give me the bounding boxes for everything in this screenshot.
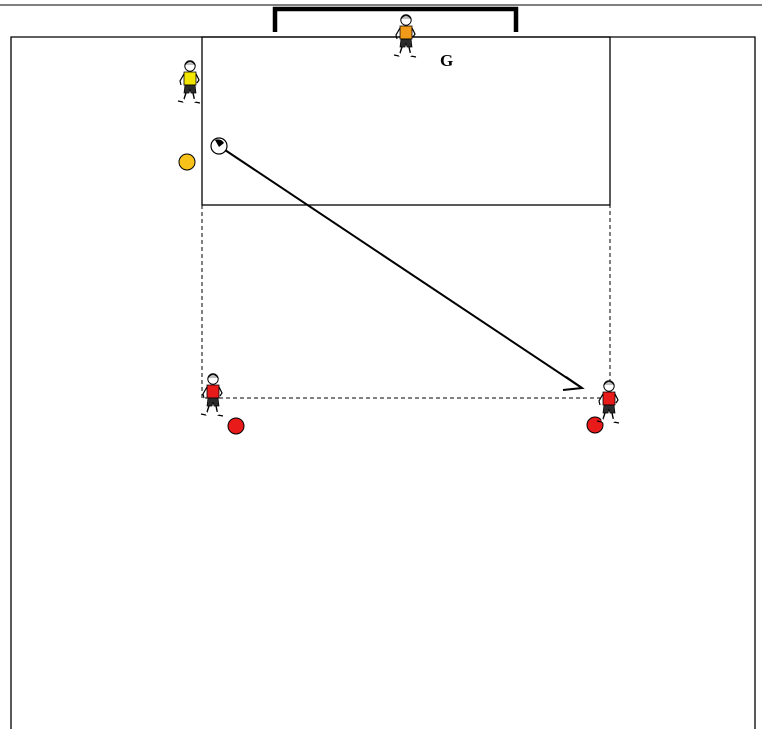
dashed-channel [202,205,610,398]
goal-frame [275,9,516,32]
soccer-ball [211,138,227,154]
red-cone-left [228,418,244,434]
pitch-boundary [11,37,755,729]
goalkeeper [394,15,416,57]
defender-yellow [178,61,200,103]
pass-arrow [219,146,582,390]
red-cone-right [587,417,603,433]
penalty-box [202,37,610,205]
attacker-right [597,381,619,423]
attacker-left [201,374,223,416]
yellow-cone [179,154,195,170]
goalkeeper-label: G [440,51,453,70]
